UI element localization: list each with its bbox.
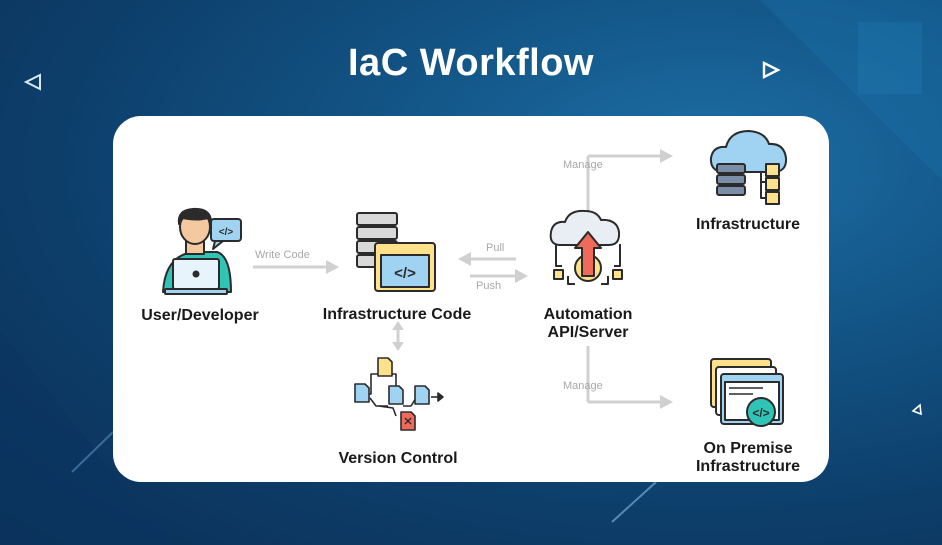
arrow-write-code bbox=[253, 260, 339, 274]
node-label-automation-2: API/Server bbox=[547, 324, 629, 341]
node-label-vcs: Version Control bbox=[338, 450, 458, 467]
svg-text:</>: </> bbox=[394, 265, 416, 282]
arrow-push bbox=[470, 269, 528, 283]
workflow-card: </> </> bbox=[113, 116, 829, 482]
workflow-diagram: </> </> bbox=[162, 130, 788, 431]
branching-files-icon bbox=[354, 357, 444, 431]
page-title: IaC Workflow bbox=[348, 42, 594, 84]
developer-laptop-icon: </> bbox=[162, 207, 242, 295]
svg-text:</>: </> bbox=[752, 406, 769, 420]
arrow-pull bbox=[458, 252, 516, 266]
cloud-database-icon bbox=[709, 130, 788, 205]
cloud-upload-gear-icon bbox=[549, 209, 623, 285]
node-label-onprem-1: On Premise bbox=[703, 440, 793, 457]
edge-label-manage-bottom: Manage bbox=[563, 380, 603, 392]
edge-label-pull: Pull bbox=[486, 242, 505, 254]
code-windows-icon: </> bbox=[710, 358, 784, 427]
arrow-manage-bottom bbox=[586, 346, 673, 409]
node-label-onprem-2: Infrastructure bbox=[695, 458, 801, 475]
edge-label-manage-top: Manage bbox=[563, 159, 603, 171]
triangle-left-decor bbox=[23, 73, 41, 91]
arrow-code-vcs bbox=[392, 321, 404, 351]
edge-label-push: Push bbox=[476, 280, 502, 292]
node-label-code: Infrastructure Code bbox=[322, 306, 472, 323]
arrow-manage-top bbox=[586, 149, 673, 212]
node-label-infrastructure: Infrastructure bbox=[695, 216, 801, 233]
triangle-small-decor bbox=[911, 403, 922, 416]
code-server-icon: </> bbox=[356, 212, 436, 292]
edge-label-write-code: Write Code bbox=[255, 249, 310, 261]
node-label-user: User/Developer bbox=[141, 307, 259, 324]
node-label-automation-1: Automation bbox=[543, 306, 633, 323]
triangle-right-decor bbox=[762, 61, 781, 79]
svg-text:</>: </> bbox=[219, 227, 234, 238]
